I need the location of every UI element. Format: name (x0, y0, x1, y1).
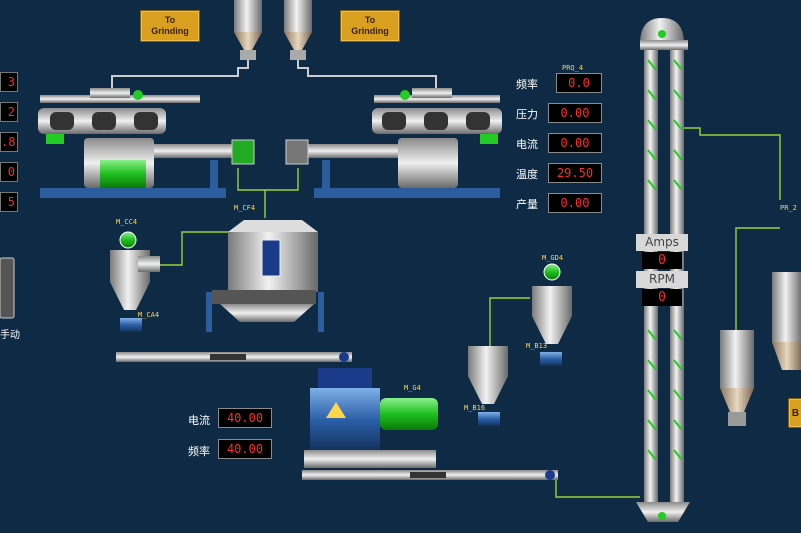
display-current: 0.00 (548, 133, 602, 153)
display-mill-frequency: 40.00 (218, 439, 272, 459)
elevator-panel: Amps 0 RPM 0 (636, 234, 688, 306)
tag-prq4: PRQ_4 (562, 64, 584, 72)
top-silo-right (284, 0, 437, 90)
tag-m-b16: M_B16 (464, 404, 486, 412)
tag-m-cc4: M_CC4 (116, 218, 138, 226)
to-grinding-right-button[interactable]: To Grinding (340, 10, 400, 42)
label-current: 电流 (516, 138, 538, 151)
right-silos (720, 272, 801, 426)
left-display-5: 5 (0, 192, 18, 212)
label-mill-frequency: 频率 (188, 445, 210, 458)
label-frequency: 频率 (516, 78, 538, 91)
left-display-2: 2 (0, 102, 18, 122)
left-display-4: 0 (0, 162, 18, 182)
cyclone-mid (468, 263, 572, 426)
display-mill-current: 40.00 (218, 408, 272, 428)
right-edge-button[interactable]: B (788, 398, 801, 428)
conveyors (116, 352, 558, 480)
display-frequency: 0.0 (556, 73, 602, 93)
left-display-1: 3 (0, 72, 18, 92)
tag-m-gd4: M_GD4 (542, 254, 564, 262)
tag-m-g4: M_G4 (404, 384, 421, 392)
tag-m-cf4: M_CF4 (234, 204, 256, 212)
amps-label: Amps (636, 234, 688, 251)
pellet-cooler (206, 220, 324, 332)
pellet-mill-right (285, 88, 502, 198)
amps-value: 0 (642, 252, 682, 269)
tag-m-b13: M_B13 (526, 342, 548, 350)
display-temperature: 29.50 (548, 163, 602, 183)
tag-pr2: PR_2 (780, 204, 797, 212)
label-pressure: 压力 (516, 108, 538, 121)
cyclone-left (110, 231, 160, 332)
top-silo-left (111, 0, 262, 90)
tag-m-ca4: M_CA4 (138, 311, 160, 319)
left-edge-gauge (0, 257, 15, 319)
label-output: 产量 (516, 198, 538, 211)
label-temperature: 温度 (516, 168, 538, 181)
hammer-mill (304, 368, 438, 468)
display-pressure: 0.00 (548, 103, 602, 123)
left-display-3: .8 (0, 132, 18, 152)
to-grinding-left-button[interactable]: To Grinding (140, 10, 200, 42)
left-mode-label: 手动 (0, 330, 20, 341)
rpm-label: RPM (636, 271, 688, 288)
rpm-value: 0 (642, 289, 682, 306)
display-output: 0.00 (548, 193, 602, 213)
pellet-mill-left (38, 88, 255, 198)
label-mill-current: 电流 (188, 414, 210, 427)
